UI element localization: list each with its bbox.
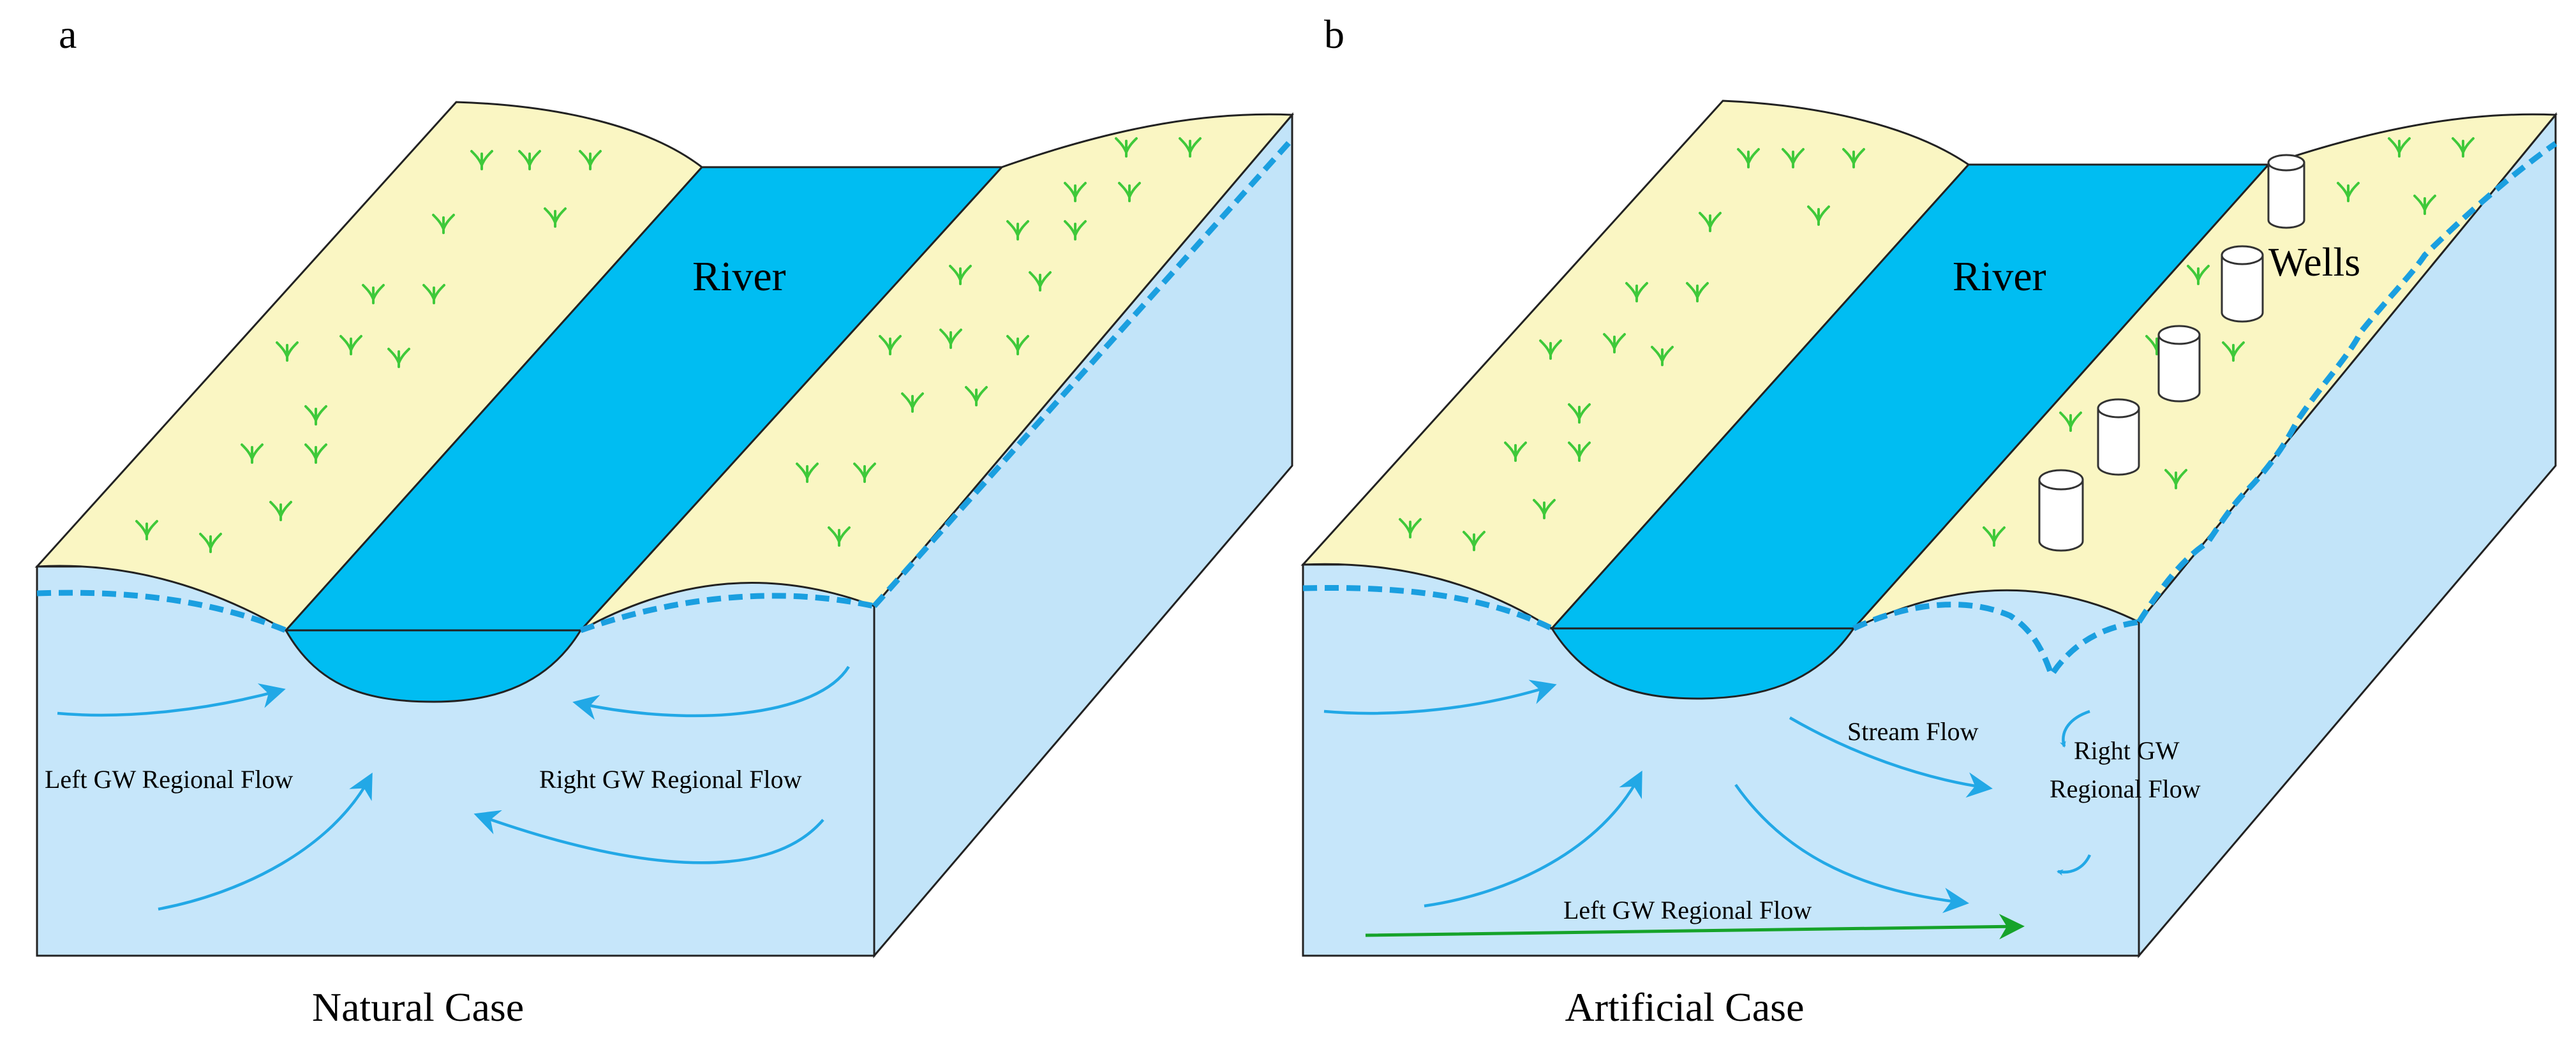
flow-arrow-icon — [1323, 679, 2092, 940]
left-flow-label: Left GW Regional Flow — [1563, 896, 1812, 924]
water-table-line — [1302, 584, 1553, 632]
water-table-line — [872, 137, 1295, 609]
well-icon — [2038, 469, 2084, 552]
river-cross-section — [1550, 627, 1856, 700]
well-icon — [2267, 154, 2305, 229]
panel-letter: a — [59, 11, 77, 57]
well-icon — [2097, 398, 2140, 476]
water-table-line — [2136, 141, 2557, 624]
panel-caption: Natural Case — [312, 984, 524, 1030]
river-label: River — [692, 253, 786, 300]
water-table-line — [1852, 602, 2140, 682]
well-icon — [2221, 245, 2264, 323]
panel-letter: b — [1324, 11, 1344, 57]
panel-caption: Artificial Case — [1565, 984, 1805, 1030]
right-flow-label-line2: Regional Flow — [2050, 775, 2201, 803]
panel-a: a River Left GW Regional Flow Right GW R… — [34, 11, 1295, 1030]
right-bank — [579, 113, 1295, 632]
water-table-line — [36, 589, 287, 634]
panel-b: b River Wells Stream Flow Right GW Regio… — [1300, 11, 2558, 1030]
river-label: River — [1953, 253, 2046, 300]
river-cross-section — [284, 629, 583, 703]
left-flow-label: Left GW Regional Flow — [45, 765, 293, 794]
regional-flow-arrow — [1365, 914, 2025, 940]
right-flow-label-line1: Right GW — [2074, 736, 2180, 765]
flow-arrow-icon — [57, 665, 850, 911]
well-icon — [2157, 325, 2201, 403]
wells-label: Wells — [2268, 239, 2360, 285]
right-bank — [1852, 113, 2558, 630]
stream-flow-label: Stream Flow — [1847, 717, 1979, 746]
right-flow-label: Right GW Regional Flow — [539, 765, 802, 794]
